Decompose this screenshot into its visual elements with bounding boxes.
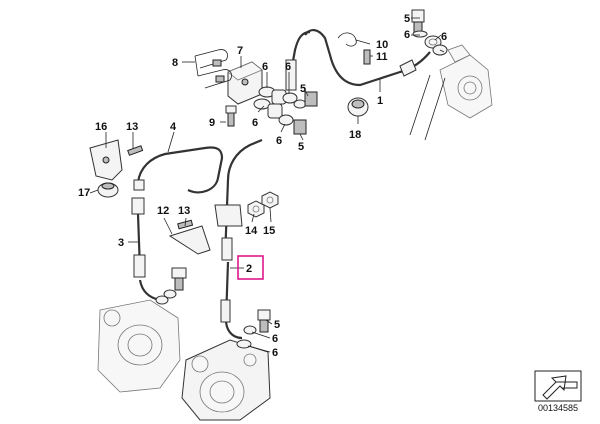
callout-4: 4 [170, 121, 177, 133]
grommet-18 [347, 97, 369, 117]
callout-6: 6 [285, 61, 291, 73]
callout-12: 12 [157, 205, 169, 217]
bolt-9 [225, 105, 237, 127]
callout-5: 5 [274, 319, 280, 331]
catalog-number: 00134585 [538, 403, 579, 413]
brake-line-2 [214, 138, 263, 340]
callout-16: 16 [95, 121, 107, 133]
grommet-17 [97, 182, 119, 198]
u-bolt-8 [194, 49, 232, 89]
callout-6: 6 [441, 31, 447, 43]
right-fork-assembly [409, 44, 493, 141]
bolt-13-left [127, 145, 144, 156]
callout-6: 6 [276, 135, 282, 147]
callout-10: 10 [376, 39, 388, 51]
callout-17: 17 [78, 187, 90, 199]
leader-lines [89, 17, 445, 353]
distributor-block-7 [227, 61, 263, 105]
callout-15: 15 [263, 225, 275, 237]
callout-7: 7 [237, 45, 243, 57]
callout-11: 11 [376, 51, 388, 63]
callout-labels: 5 6 6 10 11 1 7 8 6 6 5 9 6 6 5 18 4 13 … [78, 13, 447, 359]
nut-14 [247, 200, 265, 218]
brake-line-3 [131, 197, 161, 302]
callout-6: 6 [262, 61, 268, 73]
banjo-bolt-top-right [411, 9, 448, 56]
callout-14: 14 [245, 225, 258, 237]
callout-1: 1 [377, 95, 383, 107]
callout-13: 13 [126, 121, 138, 133]
callout-6: 6 [272, 333, 278, 345]
callout-8: 8 [172, 57, 178, 69]
callout-6: 6 [404, 29, 410, 41]
brake-line-1 [285, 29, 431, 91]
callout-6: 6 [272, 347, 278, 359]
bracket-16 [89, 139, 123, 181]
callout-9: 9 [209, 117, 215, 129]
highlight-box-2 [237, 255, 264, 280]
callout-2: 2 [246, 263, 252, 275]
callout-5: 5 [300, 83, 306, 95]
banjo-bolt-left-caliper [155, 267, 187, 305]
banjo-bolt-lower [236, 309, 271, 349]
right-caliper [181, 339, 271, 421]
callout-13: 13 [178, 205, 190, 217]
callout-18: 18 [349, 129, 361, 141]
bracket-12 [168, 219, 211, 255]
callout-3: 3 [118, 237, 124, 249]
brake-line-4 [133, 146, 224, 194]
clip-10-11 [337, 32, 371, 65]
direction-arrow-icon [534, 370, 582, 402]
callout-5: 5 [298, 141, 304, 153]
callout-5: 5 [404, 13, 410, 25]
nut-15 [261, 191, 279, 209]
washers-center [253, 86, 318, 135]
callout-6: 6 [252, 117, 258, 129]
left-caliper [97, 299, 181, 393]
